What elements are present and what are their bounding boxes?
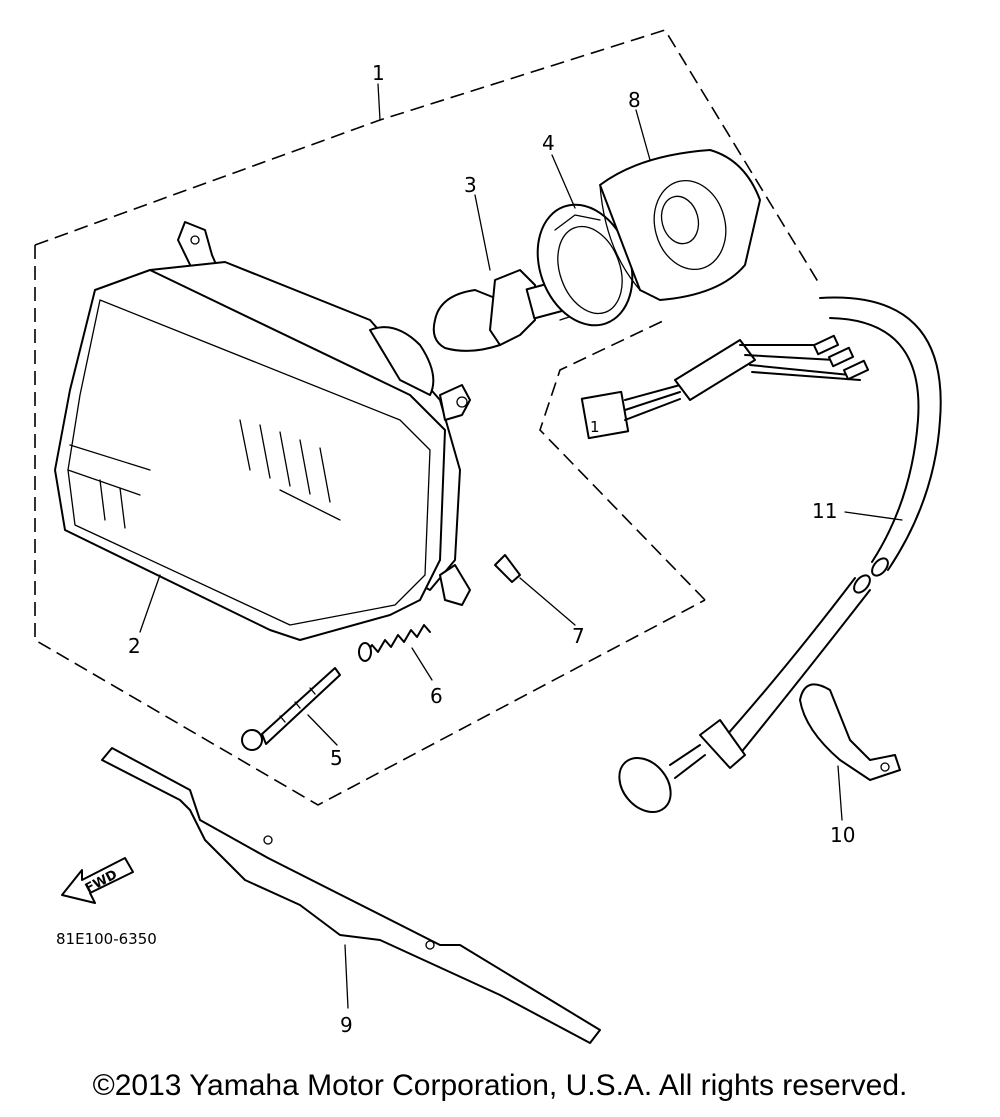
lens-pattern bbox=[67, 419, 341, 529]
cable-clamp bbox=[799, 683, 901, 781]
callout-7: 7 bbox=[572, 624, 585, 648]
callout-11: 11 bbox=[812, 499, 837, 523]
callout-9: 9 bbox=[340, 1013, 353, 1037]
adjusting-screw bbox=[241, 667, 341, 751]
retaining-clip bbox=[494, 554, 521, 583]
assembly-outline-harness bbox=[539, 319, 706, 601]
diagram-canvas: 1 FWD bbox=[34, 29, 942, 1044]
socket-cover bbox=[599, 149, 761, 301]
callout-8: 8 bbox=[628, 88, 641, 112]
callout-10: 10 bbox=[830, 823, 855, 847]
headlight-unit bbox=[54, 221, 471, 641]
svg-text:1: 1 bbox=[590, 418, 600, 436]
copyright-notice: ©2013 Yamaha Motor Corporation, U.S.A. A… bbox=[92, 1069, 908, 1102]
mounting-stay bbox=[101, 747, 601, 1044]
callout-5: 5 bbox=[330, 746, 343, 770]
wire-harness: 1 bbox=[580, 296, 942, 813]
callout-2: 2 bbox=[128, 634, 141, 658]
callout-3: 3 bbox=[464, 173, 477, 197]
assembly-outline-headlight bbox=[34, 29, 821, 806]
leader-lines bbox=[139, 83, 903, 1009]
callout-6: 6 bbox=[430, 684, 443, 708]
adjusting-spring bbox=[358, 624, 431, 662]
callout-1: 1 bbox=[372, 61, 385, 85]
fwd-arrow-icon: FWD bbox=[61, 857, 134, 904]
callout-4: 4 bbox=[542, 131, 555, 155]
diagram-code: 81E100-6350 bbox=[56, 930, 157, 948]
callouts: 1 2 3 4 5 6 7 8 9 10 11 bbox=[128, 61, 855, 1037]
